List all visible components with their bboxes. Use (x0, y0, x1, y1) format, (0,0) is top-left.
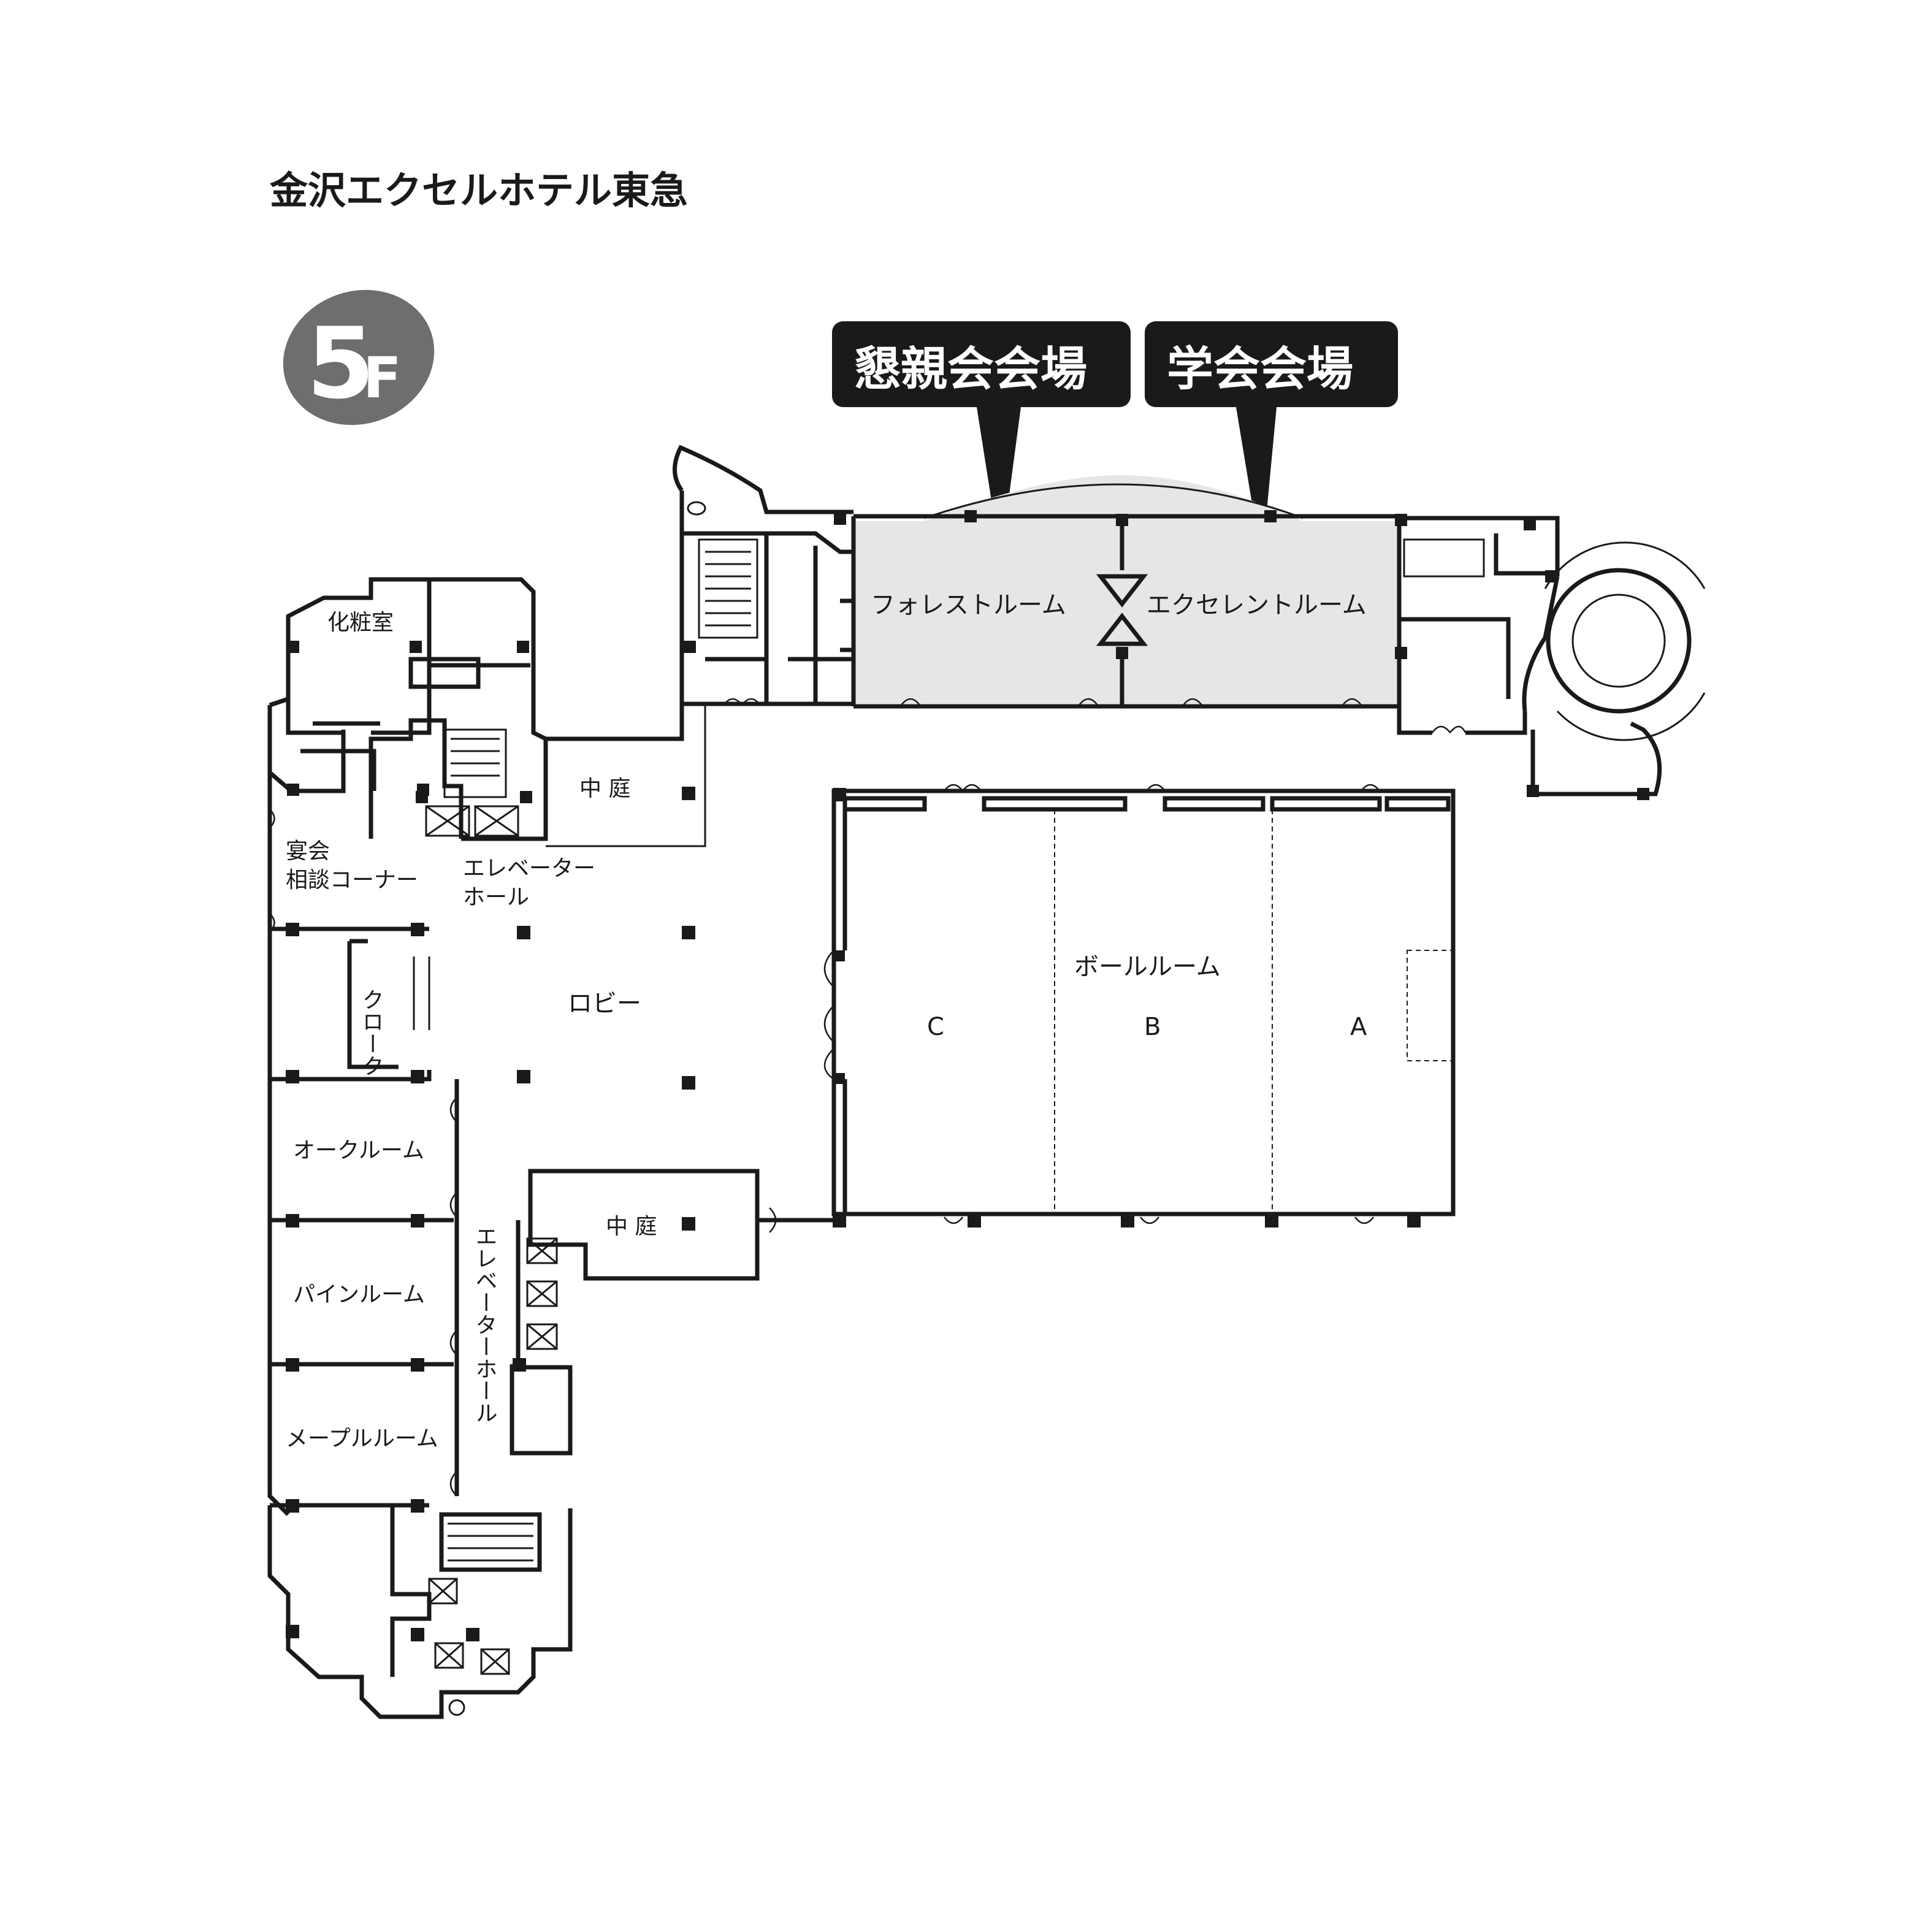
excellent-room-label: エクセレントルーム (1147, 591, 1367, 619)
callout-reception-venue[interactable]: 懇親会会場 (832, 321, 1131, 559)
pine-room-label: パインルーム (293, 1282, 425, 1307)
cloak-label: クローク (359, 988, 384, 1077)
oak-room-label: オークルーム (293, 1138, 424, 1163)
forest-room-label: フォレストルーム (871, 591, 1066, 619)
maple-room-label: メープルルーム (286, 1426, 438, 1451)
floor-number: 5 (307, 306, 375, 421)
hotel-title: 金沢エクセルホテル東急 (269, 168, 688, 213)
excellent-room-area[interactable] (1122, 475, 1399, 704)
courtyard-bottom-label: 中 庭 (606, 1214, 657, 1239)
courtyard-top-label: 中 庭 (579, 776, 630, 801)
callout-conference-label: 学会会場 (1167, 342, 1353, 396)
powder-room-label: 化粧室 (327, 610, 394, 635)
lobby-label: ロビー (568, 990, 641, 1018)
ballroom-b-label: B (1144, 1013, 1161, 1041)
elevator-hall-top-line1: エレベーター (463, 856, 595, 881)
elevator-hall-vertical-label: エレベーターホール (472, 1225, 497, 1424)
doors (269, 698, 1467, 1497)
banquet-consultation-line2: 相談コーナー (286, 868, 418, 893)
floor-badge: 5 F (283, 289, 435, 426)
highlighted-rooms: フォレストルーム エクセレントルーム (851, 475, 1407, 706)
ballroom-a-label: A (1350, 1013, 1367, 1041)
banquet-consultation-line1: 宴会 (286, 839, 330, 864)
ballroom-label: ボールルーム (1074, 953, 1221, 981)
elevator-hall-top-line2: ホール (463, 885, 529, 910)
floor-badge-shape (283, 289, 435, 426)
ballroom-c-label: C (927, 1013, 944, 1041)
floor-suffix: F (363, 345, 402, 411)
building-walls: ボールルーム C B A ロビー 中 庭 化粧室 (267, 445, 1706, 1719)
callout-reception-label: 懇親会会場 (854, 342, 1087, 396)
callout-conference-venue[interactable]: 学会会場 (1145, 321, 1398, 563)
forest-room-area[interactable] (853, 475, 1122, 704)
